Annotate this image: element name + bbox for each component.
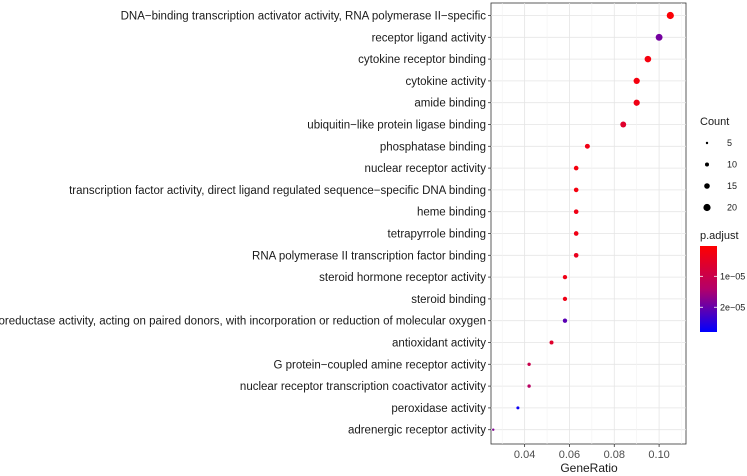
size-legend-label: 20 xyxy=(727,203,737,213)
size-legend-dot xyxy=(705,162,709,167)
x-tick-label: 0.08 xyxy=(604,449,625,461)
size-legend-keys: 5 10 15 20 xyxy=(703,138,737,213)
color-legend-label: 2e−05 xyxy=(720,302,745,312)
term-label: steroid hormone receptor activity xyxy=(319,272,486,284)
grid-lines xyxy=(491,3,686,444)
size-legend-title: Count xyxy=(700,116,729,128)
x-tick-label: 0.10 xyxy=(648,449,669,461)
x-tick-label: 0.06 xyxy=(559,449,580,461)
data-point xyxy=(655,33,663,41)
data-point xyxy=(573,231,579,236)
term-label: oxidoreductase activity, acting on paire… xyxy=(0,316,486,328)
term-label: DNA−binding transcription activator acti… xyxy=(121,11,487,23)
term-label: nuclear receptor activity xyxy=(365,163,487,175)
data-point xyxy=(620,121,627,128)
term-label: steroid binding xyxy=(411,294,486,306)
data-point xyxy=(527,384,531,388)
plot-panel xyxy=(490,2,687,445)
term-label: heme binding xyxy=(417,207,486,219)
data-points xyxy=(492,11,674,431)
term-label: amide binding xyxy=(414,98,486,110)
data-point xyxy=(633,77,640,85)
term-label: cytokine activity xyxy=(405,76,486,88)
legend: Count 5 10 15 20 p.adjust 1e−05 2e−05 xyxy=(700,116,745,332)
data-point xyxy=(562,318,568,323)
color-legend-label: 1e−05 xyxy=(720,271,745,281)
term-label: antioxidant activity xyxy=(392,338,486,350)
size-legend-label: 10 xyxy=(727,160,737,170)
data-point xyxy=(644,55,652,63)
term-labels: DNA−binding transcription activator acti… xyxy=(0,11,491,437)
data-point xyxy=(666,11,674,20)
term-label: receptor ligand activity xyxy=(372,32,487,44)
data-point xyxy=(573,187,579,193)
color-legend-bar xyxy=(700,246,717,332)
color-legend-title: p.adjust xyxy=(700,230,739,242)
size-legend-dot xyxy=(703,203,711,212)
term-label: phosphatase binding xyxy=(380,141,486,153)
term-label: adrenergic receptor activity xyxy=(348,425,486,437)
data-point xyxy=(549,340,554,345)
color-legend-ticks: 1e−05 2e−05 xyxy=(700,271,745,312)
data-point xyxy=(573,165,579,171)
data-point xyxy=(516,406,520,410)
data-point xyxy=(584,143,590,149)
data-point xyxy=(527,362,531,366)
data-point xyxy=(562,296,568,302)
term-label: G protein−coupled amine receptor activit… xyxy=(273,359,486,371)
term-label: nuclear receptor transcription coactivat… xyxy=(240,381,486,393)
term-label: transcription factor activity, direct li… xyxy=(69,185,486,197)
data-point xyxy=(562,274,568,280)
data-point xyxy=(573,209,579,215)
term-label: tetrapyrrole binding xyxy=(388,229,486,241)
term-label: cytokine receptor binding xyxy=(358,54,486,66)
x-tick-label: 0.04 xyxy=(514,449,535,461)
term-label: peroxidase activity xyxy=(391,403,486,415)
term-label: ubiquitin−like protein ligase binding xyxy=(307,120,486,132)
data-point xyxy=(573,252,579,258)
x-axis: 0.04 0.06 0.08 0.10 xyxy=(514,444,670,461)
data-point xyxy=(633,99,640,106)
size-legend-label: 5 xyxy=(727,138,732,148)
size-legend-label: 15 xyxy=(727,181,737,191)
x-axis-title: GeneRatio xyxy=(560,461,618,475)
term-label: RNA polymerase II transcription factor b… xyxy=(252,250,486,262)
size-legend-dot xyxy=(705,141,709,145)
size-legend-dot xyxy=(704,183,710,189)
data-point xyxy=(492,428,495,431)
